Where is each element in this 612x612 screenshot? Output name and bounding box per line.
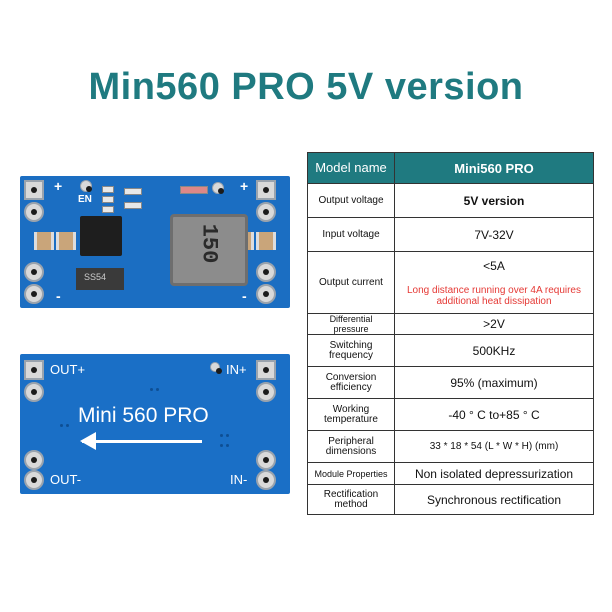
silk-out-plus: OUT+ bbox=[50, 362, 86, 377]
row-label: Output voltage bbox=[307, 183, 395, 218]
via bbox=[150, 388, 153, 391]
row-value: <5A bbox=[483, 258, 505, 273]
silk-plus-left: + bbox=[54, 178, 63, 194]
row-label: Module Properties bbox=[307, 462, 395, 485]
pad-in-minus-1 bbox=[256, 450, 276, 470]
header-value: Mini560 PRO bbox=[394, 152, 594, 184]
en-pad bbox=[80, 180, 92, 192]
diode: SS54 bbox=[76, 268, 124, 290]
pad-in-plus-bottom bbox=[24, 202, 44, 222]
row-label: Conversion efficiency bbox=[307, 366, 395, 399]
row-value: Non isolated depressurization bbox=[394, 462, 594, 485]
pad-in-minus-2 bbox=[256, 470, 276, 490]
row-value-cell: <5A Long distance running over 4A requir… bbox=[394, 251, 594, 314]
pad-in-minus-top bbox=[24, 262, 44, 282]
resistor-1 bbox=[102, 186, 114, 193]
pcb-bottom-view: OUT+ IN+ OUT- IN- Mini 560 PRO bbox=[20, 354, 290, 494]
resistor-3 bbox=[102, 206, 114, 213]
silk-out-minus: OUT- bbox=[50, 472, 82, 487]
table-header-row: Model name Mini560 PRO bbox=[307, 152, 594, 184]
table-row: Working temperature -40 ° C to+85 ° C bbox=[307, 398, 594, 431]
test-pad bbox=[212, 182, 224, 194]
silk-plus-right: + bbox=[240, 178, 249, 194]
table-row: Input voltage 7V-32V bbox=[307, 217, 594, 252]
arrow-line bbox=[82, 440, 202, 443]
arrow-left-icon bbox=[80, 432, 96, 450]
table-row: Output current <5A Long distance running… bbox=[307, 251, 594, 314]
via bbox=[220, 444, 223, 447]
row-value: 7V-32V bbox=[394, 217, 594, 252]
row-value: 5V version bbox=[394, 183, 594, 218]
pad-out-plus-bottom bbox=[256, 202, 276, 222]
row-label: Rectification method bbox=[307, 484, 395, 515]
via bbox=[220, 434, 223, 437]
silk-in-minus: IN- bbox=[230, 472, 248, 487]
row-note: Long distance running over 4A requires a… bbox=[406, 284, 581, 307]
test-pad-bottom bbox=[210, 362, 222, 374]
silk-en-label: EN bbox=[78, 194, 92, 205]
via bbox=[66, 424, 69, 427]
row-value: Synchronous rectification bbox=[394, 484, 594, 515]
row-label: Peripheral dimensions bbox=[307, 430, 395, 463]
spec-table: Model name Mini560 PRO Output voltage 5V… bbox=[307, 152, 594, 515]
resistor-2 bbox=[102, 196, 114, 203]
resistor-4 bbox=[124, 188, 142, 195]
capacitor-left-2 bbox=[56, 232, 76, 250]
pcb-top-view: + + - - EN SS54 150 bbox=[20, 176, 290, 308]
diode-marking: SS54 bbox=[84, 272, 107, 282]
pad-in-plus-top bbox=[24, 180, 44, 200]
pad-in-plus-2 bbox=[256, 382, 276, 402]
row-label: Output current bbox=[307, 251, 395, 314]
table-row: Switching frequency 500KHz bbox=[307, 334, 594, 367]
via bbox=[156, 388, 159, 391]
row-value: 95% (maximum) bbox=[394, 366, 594, 399]
inductor: 150 bbox=[170, 214, 248, 286]
via bbox=[226, 444, 229, 447]
table-row: Rectification method Synchronous rectifi… bbox=[307, 484, 594, 515]
via bbox=[60, 424, 63, 427]
ic-chip bbox=[80, 216, 122, 256]
pad-out-minus-1 bbox=[24, 450, 44, 470]
row-value: >2V bbox=[394, 313, 594, 335]
page-title: Min560 PRO 5V version bbox=[88, 66, 524, 108]
row-label: Differential pressure bbox=[307, 313, 395, 335]
row-value: 500KHz bbox=[394, 334, 594, 367]
row-value: 33 * 18 * 54 (L * W * H) (mm) bbox=[394, 430, 594, 463]
led bbox=[180, 186, 208, 194]
pad-out-minus-2 bbox=[24, 470, 44, 490]
pad-out-minus-bottom bbox=[256, 284, 276, 304]
silk-minus-left: - bbox=[56, 288, 61, 304]
header-label: Model name bbox=[307, 152, 395, 184]
silk-in-plus: IN+ bbox=[226, 362, 247, 377]
row-value: -40 ° C to+85 ° C bbox=[394, 398, 594, 431]
silk-minus-right: - bbox=[242, 288, 247, 304]
via bbox=[226, 434, 229, 437]
capacitor-right-2 bbox=[256, 232, 276, 250]
pad-out-plus-1 bbox=[24, 360, 44, 380]
table-row: Conversion efficiency 95% (maximum) bbox=[307, 366, 594, 399]
table-row: Output voltage 5V version bbox=[307, 183, 594, 218]
table-row: Peripheral dimensions 33 * 18 * 54 (L * … bbox=[307, 430, 594, 463]
row-label: Switching frequency bbox=[307, 334, 395, 367]
table-row: Differential pressure >2V bbox=[307, 313, 594, 335]
row-label: Input voltage bbox=[307, 217, 395, 252]
pad-out-minus-top bbox=[256, 262, 276, 282]
inductor-marking: 150 bbox=[196, 223, 222, 264]
row-label: Working temperature bbox=[307, 398, 395, 431]
pad-out-plus-2 bbox=[24, 382, 44, 402]
pad-in-minus-bottom bbox=[24, 284, 44, 304]
capacitor-left-1 bbox=[34, 232, 54, 250]
pad-in-plus-1 bbox=[256, 360, 276, 380]
board-name: Mini 560 PRO bbox=[78, 404, 209, 427]
resistor-5 bbox=[124, 202, 142, 209]
table-row: Module Properties Non isolated depressur… bbox=[307, 462, 594, 485]
pad-out-plus-top bbox=[256, 180, 276, 200]
